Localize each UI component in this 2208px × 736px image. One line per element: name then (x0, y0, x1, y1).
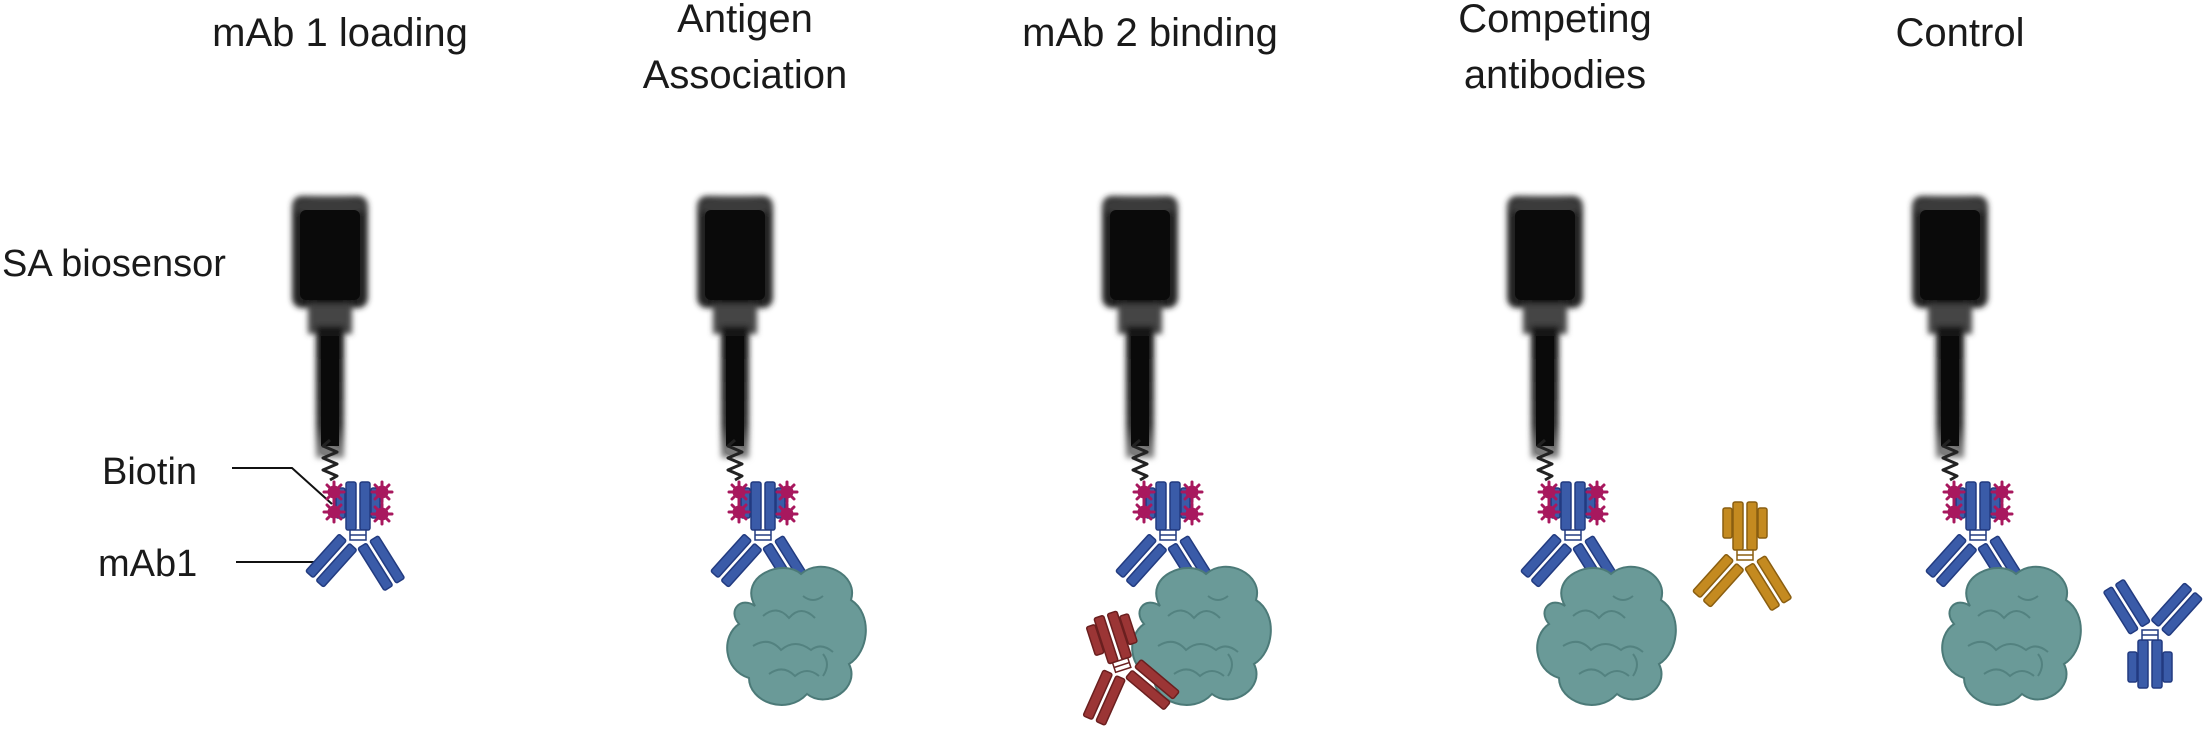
sa-biosensor-probe-icon (1912, 196, 1988, 458)
biotin-star-icon (1132, 500, 1156, 524)
biotin-star-icon (775, 502, 799, 526)
assay-panel: mAb 1 loading (212, 11, 468, 591)
biotin-star-icon (370, 502, 394, 526)
mab1-label: mAb1 (98, 543, 197, 585)
antibody-y-shape-icon (2103, 579, 2203, 689)
biotin-star-icon (727, 480, 751, 504)
panel-title: Competing (1458, 0, 1651, 41)
panel-title: mAb 1 loading (212, 11, 468, 55)
panel-title: Association (643, 53, 848, 97)
biotin-star-icon (1180, 502, 1204, 526)
biotin-star-icon (1585, 502, 1609, 526)
biotin-star-icon (727, 500, 751, 524)
assay-panel: mAb 2 binding (1022, 11, 1278, 726)
sa-biosensor-label: SA biosensor (2, 243, 226, 285)
panel-title: Control (1896, 11, 2025, 55)
biotin-star-icon (1585, 480, 1609, 504)
biotin-star-icon (1537, 480, 1561, 504)
sa-biosensor-probe-icon (1102, 196, 1178, 458)
biotin-label: Biotin (102, 451, 197, 493)
antigen-protein-blob-icon (1536, 565, 1677, 706)
biotin-star-icon (1537, 500, 1561, 524)
antigen-protein-blob-icon (1131, 565, 1272, 706)
antigen-protein-blob-icon (1941, 565, 2082, 706)
biotin-star-icon (1942, 480, 1966, 504)
sa-biosensor-probe-icon (292, 196, 368, 458)
biotin-star-icon (370, 480, 394, 504)
antigen-protein-blob-icon (726, 565, 867, 706)
biotin-pointer-line (232, 467, 333, 505)
antibody-y-shape-icon (1520, 480, 1620, 591)
antibody-y-shape-icon (305, 480, 405, 591)
antibody-y-shape-icon (1082, 610, 1180, 726)
biotin-star-icon (1942, 500, 1966, 524)
biotin-star-icon (775, 480, 799, 504)
sa-biosensor-probe-icon (1507, 196, 1583, 458)
biotin-star-icon (322, 500, 346, 524)
biotin-star-icon (1132, 480, 1156, 504)
biotin-star-icon (1990, 502, 2014, 526)
antibody-y-shape-icon (1925, 480, 2025, 591)
panel-title: mAb 2 binding (1022, 11, 1278, 55)
panel-title: antibodies (1464, 53, 1646, 97)
antibody-y-shape-icon (1692, 501, 1792, 611)
biotin-star-icon (1990, 480, 2014, 504)
biotin-star-icon (322, 480, 346, 504)
panel-title: Antigen (677, 0, 813, 41)
biotin-star-icon (1180, 480, 1204, 504)
assay-panel: Competing antibodies (1458, 0, 1792, 706)
sa-biosensor-probe-icon (697, 196, 773, 458)
assay-panel: Control (1896, 11, 2203, 706)
